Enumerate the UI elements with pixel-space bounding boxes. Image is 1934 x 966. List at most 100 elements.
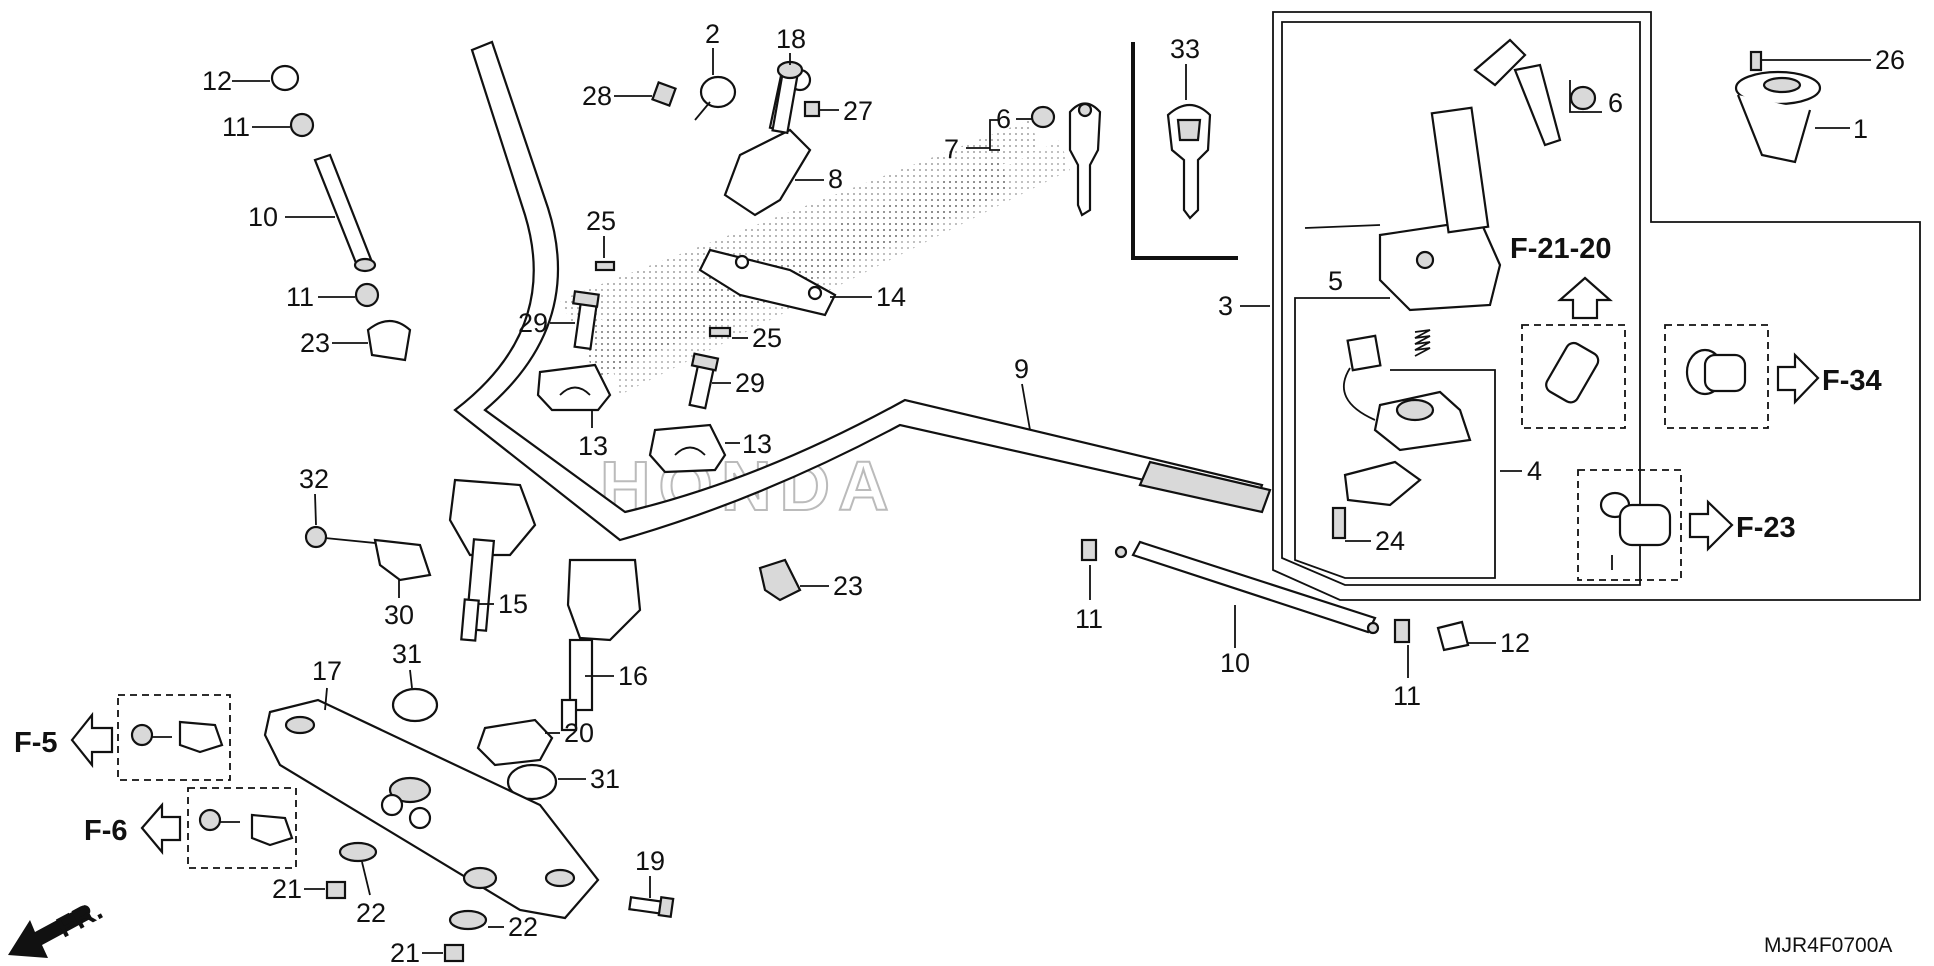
bolt-part-18 <box>771 60 804 135</box>
callout-14: 14 <box>876 282 906 312</box>
upper-holder-part-14 <box>698 248 837 317</box>
callout-15: 15 <box>498 589 528 619</box>
callout-32: 32 <box>299 464 329 494</box>
reference-labels: F-5 F-6 F-21-20 F-34 F-23 FR. <box>14 233 1882 944</box>
callout-3: 3 <box>1218 291 1233 321</box>
cap-part-12b <box>1436 620 1470 652</box>
bolt-part-28 <box>651 81 677 107</box>
drawing-code: MJR4F0700A <box>1764 934 1892 957</box>
connector-part-5 <box>1342 334 1382 421</box>
washer-part-22a <box>338 841 378 863</box>
tube-part-10a <box>313 153 377 273</box>
callout-25b: 25 <box>752 323 782 353</box>
callout-24: 24 <box>1375 526 1405 556</box>
callout-5: 5 <box>1328 266 1343 296</box>
callout-26: 26 <box>1875 45 1905 75</box>
f2120-arrow <box>1557 276 1613 320</box>
ignition-inner-frame <box>1281 21 1641 586</box>
sensor-part-4 <box>1373 390 1472 452</box>
ref-f34: F-34 <box>1822 365 1882 397</box>
f34-subassembly-box <box>1664 324 1769 429</box>
callout-12a: 12 <box>202 66 232 96</box>
bracket-line-7 <box>989 119 1000 151</box>
callout-10a: 10 <box>248 202 278 232</box>
callout-13b: 13 <box>742 429 772 459</box>
screw-part-24 <box>1331 506 1347 540</box>
callout-25a: 25 <box>586 206 616 236</box>
callout-21a: 21 <box>272 874 302 904</box>
callout-9: 9 <box>1014 354 1029 384</box>
ignition-outer-frame <box>1272 11 1921 601</box>
callout-11c: 11 <box>1075 604 1103 634</box>
nut-part-11c <box>1080 538 1098 562</box>
callout-22b: 22 <box>508 912 538 942</box>
handlebar-part-9 <box>453 40 1272 542</box>
callout-10b: 10 <box>1220 648 1250 678</box>
f6-subassembly-box <box>187 787 297 869</box>
callout-2: 2 <box>705 19 720 49</box>
bushing-part-31a <box>391 687 439 723</box>
ref-f5: F-5 <box>14 727 58 759</box>
nut-part-20 <box>476 718 554 767</box>
f6-arrow <box>140 802 182 856</box>
callout-19: 19 <box>635 846 665 876</box>
cap-part-6a <box>1030 105 1056 129</box>
key-part-33 <box>1166 103 1212 220</box>
callout-18: 18 <box>776 24 806 54</box>
callout-22a: 22 <box>356 898 386 928</box>
callout-4: 4 <box>1527 456 1542 486</box>
ignition-switch-part-3 <box>1378 38 1562 312</box>
callout-11a: 11 <box>222 112 250 142</box>
callout-7: 7 <box>944 134 959 164</box>
f23-part <box>1599 491 1672 570</box>
callout-13a: 13 <box>578 431 608 461</box>
nut-part-11d <box>1393 618 1411 644</box>
nut-part-21b <box>443 943 465 963</box>
f6-bolt-clamp <box>198 808 294 847</box>
bracket-part-23b <box>758 558 802 602</box>
plate-detail <box>1343 460 1422 507</box>
bolt-part-19 <box>628 896 675 918</box>
callout-29b: 29 <box>735 368 765 398</box>
top-bridge-part-17 <box>263 698 600 920</box>
front-direction-arrow <box>8 905 92 958</box>
f34-part <box>1685 348 1747 396</box>
callout-20: 20 <box>564 718 594 748</box>
bracket-part-23a <box>366 319 412 362</box>
f23-subassembly-box <box>1577 469 1682 581</box>
bolt-part-32 <box>304 525 396 549</box>
callout-6a: 6 <box>996 104 1011 134</box>
f5-subassembly-box <box>117 694 231 781</box>
f2120-subassembly-box <box>1521 324 1626 429</box>
f34-arrow <box>1776 352 1820 405</box>
front-marker-label: FR. <box>52 894 108 944</box>
nut-part-11a <box>289 112 315 138</box>
key-part-7 <box>1068 102 1102 217</box>
cap-part-12a <box>270 64 300 92</box>
bracket-line-6b <box>1569 80 1602 113</box>
screw-part-25b <box>708 326 732 338</box>
callout-17: 17 <box>312 656 342 686</box>
stem-part-16 <box>560 558 642 732</box>
clamp-part-30 <box>373 538 432 582</box>
ref-f23: F-23 <box>1736 512 1796 544</box>
ref-f6: F-6 <box>84 815 128 847</box>
callout-16: 16 <box>618 661 648 691</box>
f5-arrow <box>70 711 114 769</box>
callout-21b: 21 <box>390 938 420 966</box>
switch-housing-part-15 <box>448 478 537 642</box>
callout-31a: 31 <box>392 639 422 669</box>
callout-12b: 12 <box>1500 628 1530 658</box>
key-33-frame <box>1131 42 1238 260</box>
f2120-part <box>1545 341 1600 404</box>
screw-part-25a <box>594 260 616 272</box>
cover-part-1 <box>1734 70 1822 164</box>
f23-arrow <box>1688 499 1734 552</box>
callout-33: 33 <box>1170 34 1200 64</box>
callout-31b: 31 <box>590 764 620 794</box>
spring-detail <box>1414 329 1431 357</box>
holder-part-8 <box>723 67 812 217</box>
bushing-part-31b <box>506 763 558 801</box>
bolt-part-29a <box>572 290 600 351</box>
